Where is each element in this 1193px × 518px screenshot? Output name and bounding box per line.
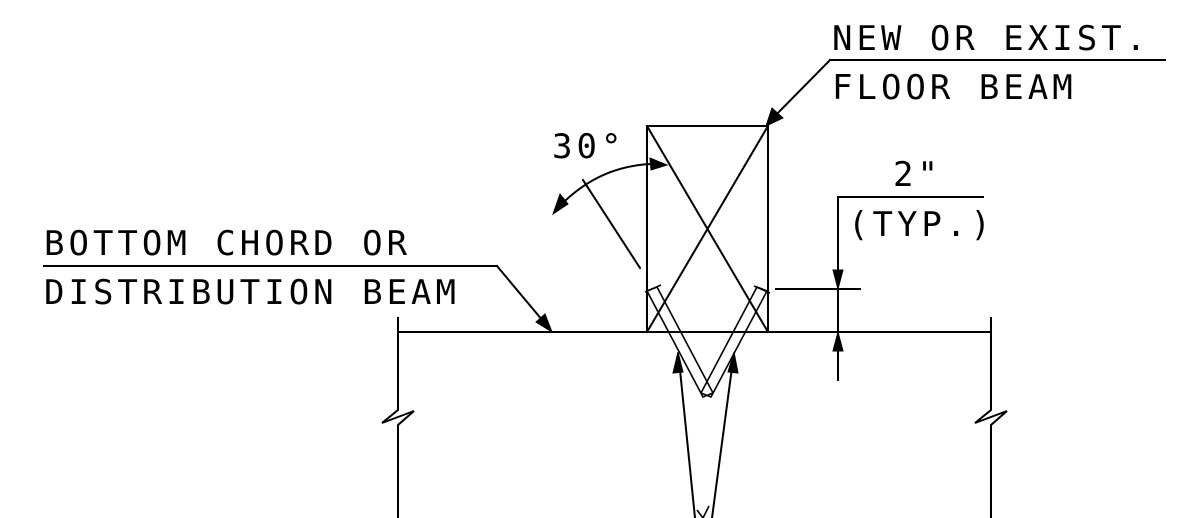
right-nail-head — [753, 285, 771, 294]
left-nail — [645, 285, 715, 399]
floor-beam-section — [646, 125, 769, 333]
dimension-arrow-top — [832, 269, 844, 291]
angle-arc-arrowhead-left — [552, 192, 569, 216]
nail-leader-left — [677, 358, 697, 518]
nail-leader-break — [696, 505, 710, 518]
angle-reference-line — [581, 178, 642, 270]
chord-label-line2: DISTRIBUTION BEAM — [44, 273, 460, 313]
bottom-chord-left-edge — [381, 317, 415, 518]
angle-label: 30° — [552, 127, 625, 167]
floor-beam-leader-arrowhead — [765, 107, 784, 127]
dimension-arrow-bottom — [832, 330, 844, 352]
bottom-chord-right-edge — [974, 317, 1008, 518]
chord-leader-arrowhead — [535, 313, 554, 334]
floor-beam-label-line1: NEW OR EXIST. — [832, 19, 1150, 59]
floor-beam-label-line2: FLOOR BEAM — [832, 68, 1077, 108]
floor-beam-cross-2 — [645, 124, 770, 334]
left-nail-head — [644, 284, 662, 293]
chord-label-line1: BOTTOM CHORD OR — [44, 224, 411, 264]
nail-leader-left-arrowhead — [672, 351, 684, 374]
nail-leader-right — [710, 358, 735, 518]
nail-leader-right-arrowhead — [727, 351, 739, 374]
angle-arc-arrowhead-right — [649, 157, 669, 171]
dimension-value-label: 2" — [893, 155, 942, 195]
chord-leader-line — [495, 264, 550, 329]
angle-arc — [554, 162, 664, 212]
dimension-note-label: (TYP.) — [848, 205, 995, 245]
floor-beam-leader-line — [769, 58, 832, 122]
right-nail — [699, 285, 769, 399]
